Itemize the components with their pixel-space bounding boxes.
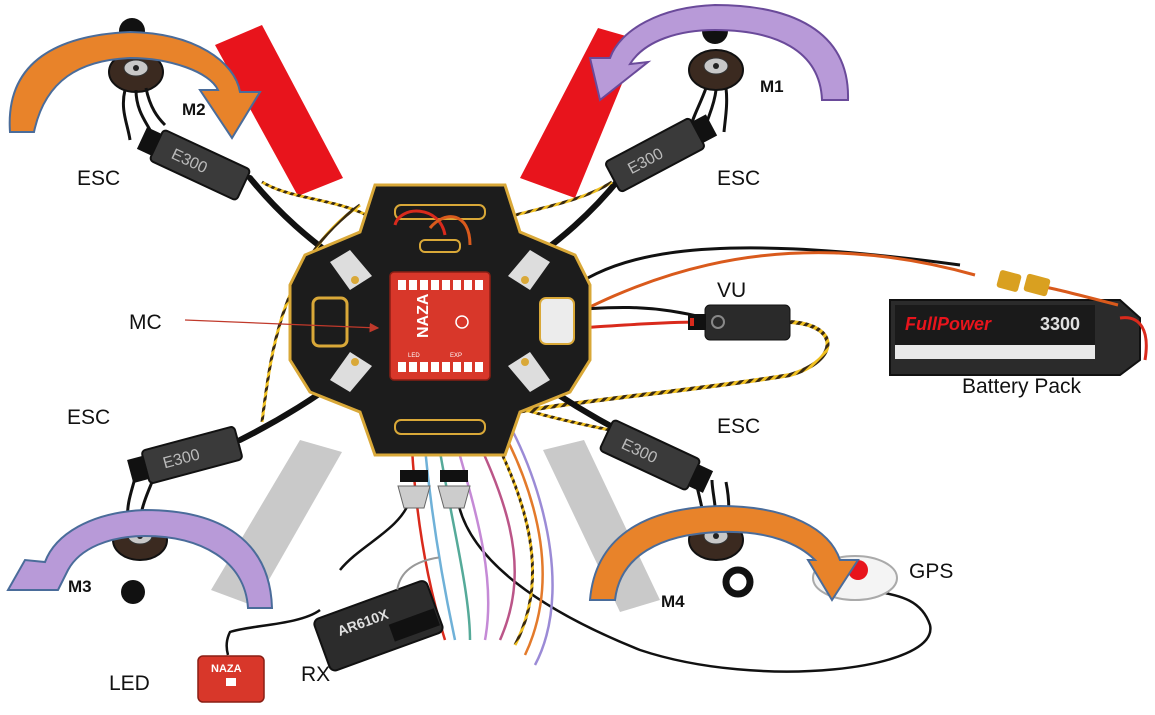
receiver-rx: AR610X [313,556,444,672]
label-m3: M3 [68,577,92,596]
front-marker-left [215,25,343,196]
motor-m4-washer [722,566,754,598]
rear-marker-left [211,440,342,606]
label-battery-pack: Battery Pack [962,375,1082,398]
esc-top-left: E300 [136,127,251,201]
cw-arrow-m4 [588,504,860,602]
ccw-arrow-m1 [588,3,850,102]
label-m4: M4 [661,592,685,611]
battery-brand-text: FullPower [905,314,992,334]
controller-brand-text: NAZA [415,293,432,338]
label-esc-top-right: ESC [717,167,761,190]
rear-marker-right [543,440,660,612]
controller-port-exp-text: EXP [450,353,462,359]
label-esc-bottom-left: ESC [67,406,111,429]
label-mc: MC [129,311,162,334]
label-m1: M1 [760,77,784,96]
label-vu: VU [717,279,747,302]
ccw-arrow-m3 [6,508,274,609]
led-module: NAZA [197,655,265,703]
label-esc-top-left: ESC [77,167,121,190]
receiver-plugs [397,470,471,509]
battery-pack: FullPower 3300 [889,270,1148,376]
cw-arrow-m2 [8,30,262,140]
mc-pointer-line [184,319,380,333]
label-rx: RX [301,663,331,686]
esc-bottom-right: E300 [599,419,714,493]
esc-top-right: E300 [605,114,718,193]
label-esc-bottom-right: ESC [717,415,761,438]
rx-cable [339,499,412,571]
label-m2: M2 [182,100,206,119]
gps-cable [456,501,932,673]
controller-port-led-text: LED [408,353,420,359]
led-cable [225,608,321,656]
led-module-brand-text: NAZA [211,663,242,675]
label-gps: GPS [909,560,954,583]
motor-m2 [108,51,167,141]
battery-capacity-text: 3300 [1040,314,1080,334]
esc-bottom-left: E300 [127,426,243,484]
main-controller: NAZA LED EXP [389,271,491,381]
motor-m1 [688,49,744,133]
voltage-unit [688,304,791,341]
motor-m3-dot [121,580,145,604]
label-led: LED [109,672,150,695]
